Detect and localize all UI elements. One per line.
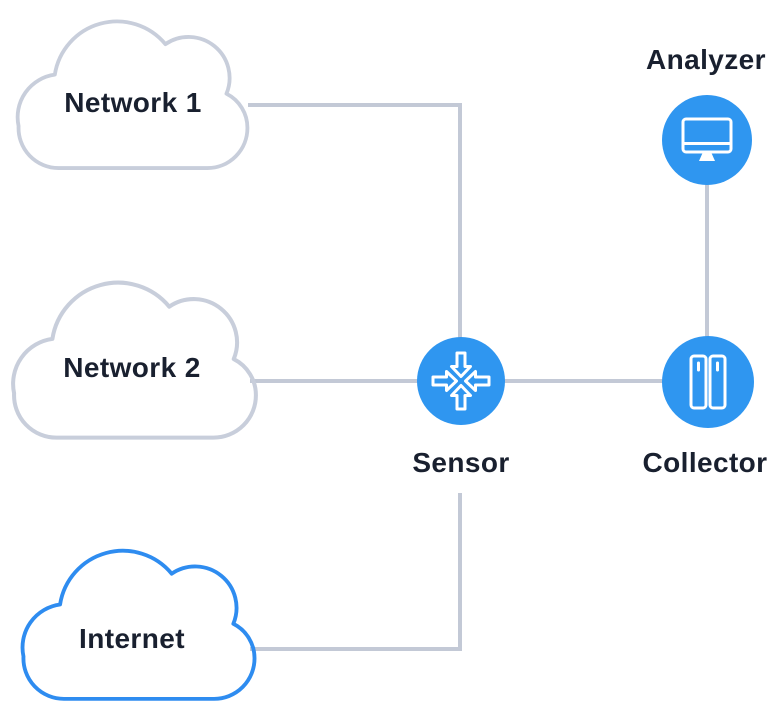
connector-internet-sensor-vertical [458, 493, 462, 649]
collector-node [662, 336, 754, 428]
cloud-label-network2: Network 2 [63, 352, 201, 383]
node-label-analyzer: Analyzer [646, 44, 766, 75]
sensor-node [417, 337, 505, 425]
cloud-internet-outline [20, 548, 257, 701]
connector-network2-sensor [250, 379, 420, 383]
connector-internet-sensor-horizontal [250, 647, 462, 651]
analyzer-node [662, 95, 752, 185]
cloud-internet [20, 548, 257, 701]
cloud-network1 [15, 19, 250, 170]
node-label-sensor: Sensor [412, 447, 510, 478]
router-arrows-icon [431, 351, 491, 411]
connector-network1-sensor-vertical [458, 103, 462, 339]
server-towers-icon [689, 354, 727, 410]
cloud-label-internet: Internet [79, 623, 185, 654]
monitor-icon [681, 117, 733, 161]
connector-analyzer-collector [705, 184, 709, 338]
node-label-collector: Collector [642, 447, 768, 478]
cloud-network2-outline [11, 280, 258, 440]
cloud-network1-outline [15, 19, 250, 170]
connector-sensor-collector [503, 379, 664, 383]
cloud-label-network1: Network 1 [64, 87, 202, 118]
cloud-network2 [11, 280, 258, 440]
connector-network1-sensor-horizontal [248, 103, 462, 107]
